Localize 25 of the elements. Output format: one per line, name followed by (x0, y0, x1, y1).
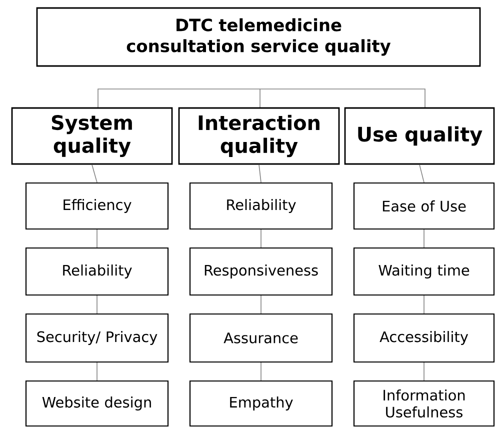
item-box: Information Usefulness (353, 380, 495, 427)
item-box: Assurance (189, 313, 333, 363)
item-box: Security/ Privacy (25, 313, 169, 363)
item-box: Responsiveness (189, 247, 333, 296)
connector-line (260, 229, 262, 248)
category-box: Interaction quality (178, 107, 340, 165)
item-box: Accessibility (353, 313, 495, 363)
category-box: System quality (11, 107, 173, 165)
connector-line (260, 295, 262, 314)
item-box: Empathy (189, 380, 333, 427)
category-box: Use quality (344, 107, 495, 165)
connector-line (96, 362, 98, 381)
item-box: Reliability (189, 182, 333, 230)
connector-line (260, 362, 262, 381)
connector-line (258, 164, 262, 183)
connector-line (96, 295, 98, 314)
connector-line (419, 164, 424, 183)
item-box: Ease of Use (353, 182, 495, 230)
item-box: Efficiency (25, 182, 169, 230)
item-box: Reliability (25, 247, 169, 296)
connector-line (92, 164, 98, 183)
connector-line (96, 229, 98, 248)
item-box: Waiting time (353, 247, 495, 296)
title-box: DTC telemedicine consultation service quality (36, 7, 481, 67)
item-box: Website design (25, 380, 169, 427)
